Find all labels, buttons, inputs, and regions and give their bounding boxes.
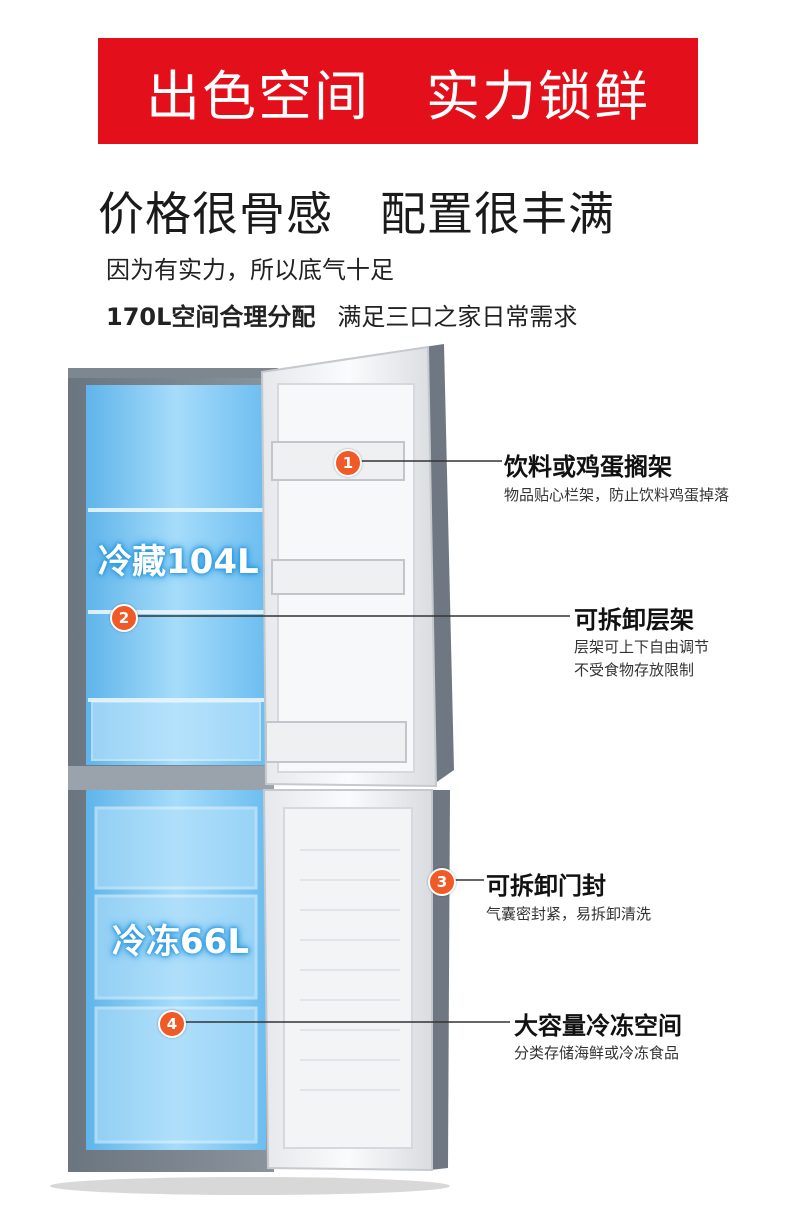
marker-2: 2 [110,604,138,632]
freezer-capacity-label: 冷冻66L [112,922,249,962]
cabinet-top [68,368,278,378]
freezer-drawers [94,806,258,1144]
lower-door-liner [283,807,413,1149]
callout-title-4: 大容量冷冻空间 [514,1012,682,1040]
subline-2: 170L空间合理分配满足三口之家日常需求 [106,297,577,332]
callout-desc-3: 气囊密封紧，易拆卸清洗 [486,905,652,923]
subline-2-text: 满足三口之家日常需求 [337,303,578,331]
headline: 价格很骨感 配置很丰满 [98,187,615,241]
callout-title-1: 饮料或鸡蛋搁架 [504,453,672,481]
fridge-capacity-label: 冷藏104L [98,542,259,582]
banner-title: 出色空间 实力锁鲜 [146,64,650,128]
callout-lines [136,460,570,1023]
callout-title-2: 可拆卸层架 [574,606,694,634]
subline-1: 因为有实力，所以底气十足 [106,256,394,284]
marker-1: 1 [334,449,362,477]
floor-shadow [50,1177,450,1195]
subline-2-bold: 170L空间合理分配 [106,303,316,331]
callout-desc-2a: 层架可上下自由调节 [574,638,710,656]
callout-desc-2b: 不受食物存放限制 [574,661,695,679]
door-racks [265,441,407,763]
callout-desc-4: 分类存储海鲜或冷冻食品 [514,1044,680,1062]
lower-door-ribs [300,849,400,1091]
crisper-drawer [91,701,261,761]
callout-title-3: 可拆卸门封 [486,872,606,900]
top-banner: 出色空间 实力锁鲜 [98,38,698,144]
callout-desc-1: 物品贴心栏架，防止饮料鸡蛋掉落 [504,486,730,504]
marker-4: 4 [158,1010,186,1038]
marker-3: 3 [428,868,456,896]
divider-bar [68,766,274,790]
